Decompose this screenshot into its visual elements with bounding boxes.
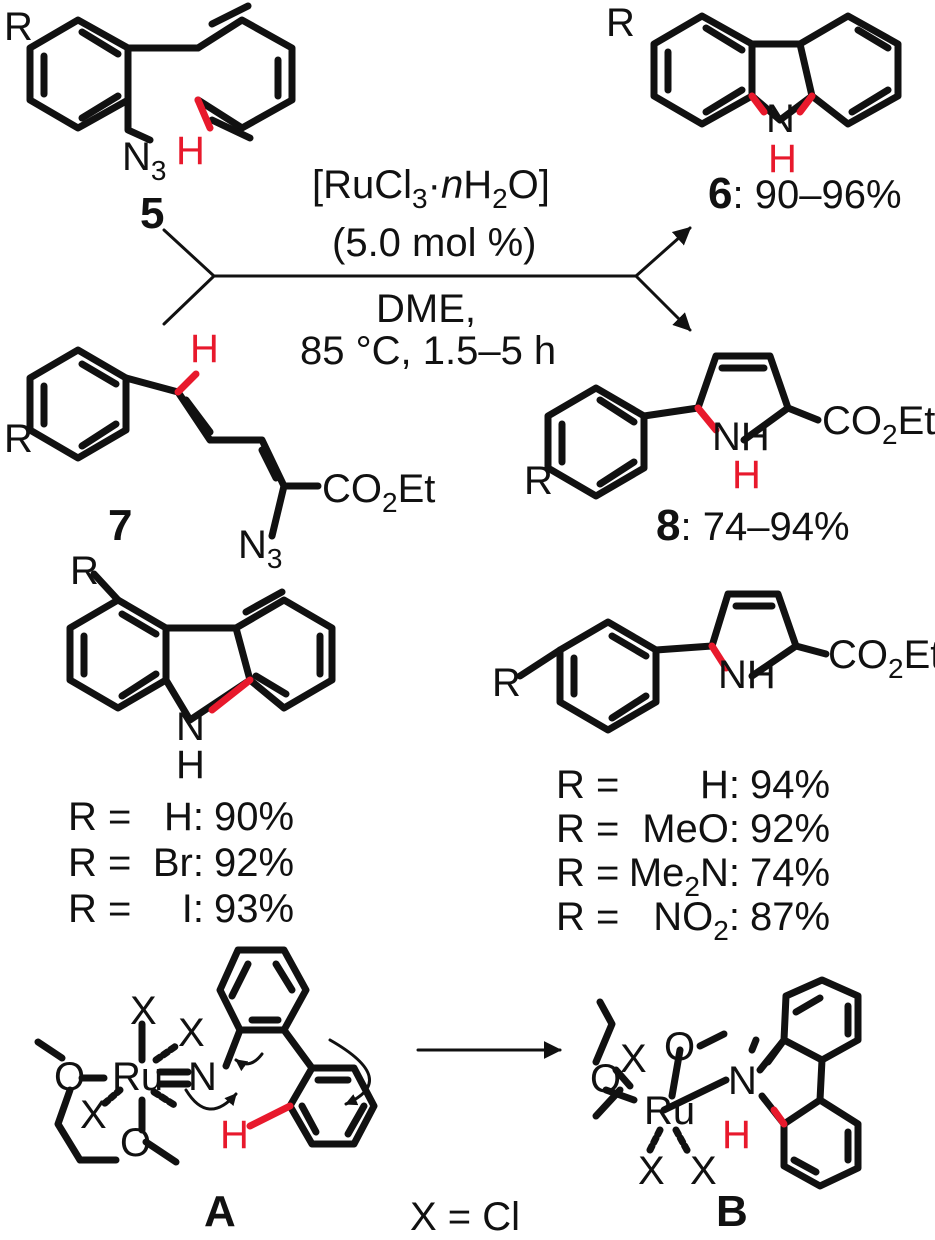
loading-text: (5.0 mol %) <box>332 221 537 265</box>
c8-ester: CO2Et <box>822 399 935 450</box>
intermediate-A: X X Ru N O X O H A <box>34 946 378 1236</box>
c8-H: H <box>732 453 761 497</box>
pyrrole-example: R NH CO2Et <box>492 590 935 734</box>
r-label: R = <box>556 895 619 939</box>
r-label: R = <box>68 841 131 885</box>
yield: 92% <box>214 841 294 885</box>
B-O-left: O <box>590 1057 621 1101</box>
B-label: B <box>716 1187 748 1236</box>
yield: 74% <box>750 851 830 895</box>
conditions-text: 85 °C, 1.5–5 h <box>300 329 556 373</box>
compound-8: R NH H CO2Et 8: 74–94% <box>524 352 935 550</box>
c8-yield-line: 8: 74–94% <box>656 501 850 550</box>
r-label: R = <box>556 763 619 807</box>
r-label: R = <box>556 851 619 895</box>
c7-ester: CO2Et <box>322 467 435 518</box>
carbazole-yields: R = H: 90% R = Br: 92% R = I: 93% <box>68 795 294 931</box>
yield: 87% <box>750 895 830 939</box>
A-O-left: O <box>54 1055 85 1099</box>
B-H: H <box>722 1113 751 1157</box>
intermediate-B: O X O Ru N X X H B <box>590 976 862 1236</box>
c5-N3: N3 <box>122 135 166 186</box>
substituent: Br: <box>153 841 204 885</box>
carbazole-R: R <box>70 549 99 593</box>
substituent: NO2: <box>653 895 740 946</box>
B-X-right: X <box>690 1149 717 1193</box>
compound-5: R N3 H 5 <box>4 2 296 238</box>
c7-H: H <box>190 327 219 371</box>
r-label: R = <box>556 807 619 851</box>
compound-7: R H CO2Et N3 7 <box>4 327 435 574</box>
B-X-left: X <box>638 1149 665 1193</box>
catalyst-text: [RuCl3·nH2O] <box>312 163 550 214</box>
pyrrole-row: R = NO2: 87% <box>556 895 830 946</box>
yield: 90% <box>214 795 294 839</box>
pyrrole-row: R = MeO: 92% <box>556 807 830 851</box>
c6-N: N <box>766 97 795 141</box>
c8-NH: NH <box>712 415 770 459</box>
yield: 93% <box>214 887 294 931</box>
B-X-top: X <box>620 1037 647 1081</box>
r-label: R = <box>68 795 131 839</box>
carbazole-row: R = Br: 92% <box>68 841 294 885</box>
pyrrole-R: R <box>492 661 521 705</box>
A-label: A <box>204 1187 236 1236</box>
c7-R: R <box>4 417 33 461</box>
substituent: I: <box>182 887 204 931</box>
A-H: H <box>220 1113 249 1157</box>
A-N: N <box>188 1055 217 1099</box>
pyrrole-ester: CO2Et <box>828 633 935 684</box>
c5-R: R <box>4 5 33 49</box>
x-definition: X = Cl <box>410 1195 520 1239</box>
yield: 92% <box>750 807 830 851</box>
substituent: H: <box>164 795 204 839</box>
A-O-bottom: O <box>120 1121 151 1165</box>
A-Ru: Ru <box>112 1055 163 1099</box>
substituent: H: <box>700 763 740 807</box>
B-N: N <box>728 1059 757 1103</box>
c7-number: 7 <box>108 501 132 550</box>
solvent-text: DME, <box>376 287 476 331</box>
c7-N3: N3 <box>238 523 282 574</box>
pyrrole-row: R = H: 94% <box>556 763 830 807</box>
c6-R: R <box>606 1 635 45</box>
carbazole-row: R = H: 90% <box>68 795 294 839</box>
pyrrole-row: R = Me2N: 74% <box>556 851 830 902</box>
c5-H: H <box>176 129 205 173</box>
r-label: R = <box>68 887 131 931</box>
yield: 94% <box>750 763 830 807</box>
substituent: MeO: <box>642 807 740 851</box>
reaction-arrow: [RuCl3·nH2O] (5.0 mol %) DME, 85 °C, 1.5… <box>162 163 692 373</box>
A-X-left: X <box>80 1093 107 1137</box>
pyrrole-yields: R = H: 94% R = MeO: 92% R = Me2N: 74% R … <box>556 763 830 946</box>
c8-R: R <box>524 459 553 503</box>
carbazole-N: N <box>176 705 205 749</box>
B-O-top: O <box>664 1025 695 1069</box>
compound-6: R N H 6: 90–96% <box>606 1 902 218</box>
carbazole-H: H <box>176 743 205 787</box>
carbazole-row: R = I: 93% <box>68 887 294 931</box>
c6-H: H <box>768 137 797 181</box>
A-X-top: X <box>130 989 157 1033</box>
B-Ru: Ru <box>644 1089 695 1133</box>
c5-number: 5 <box>140 189 164 238</box>
c6-yield-line: 6: 90–96% <box>708 169 902 218</box>
A-X-right: X <box>178 1011 205 1055</box>
carbazole-example: R N H <box>66 549 336 787</box>
pyrrole-NH: NH <box>718 653 776 697</box>
